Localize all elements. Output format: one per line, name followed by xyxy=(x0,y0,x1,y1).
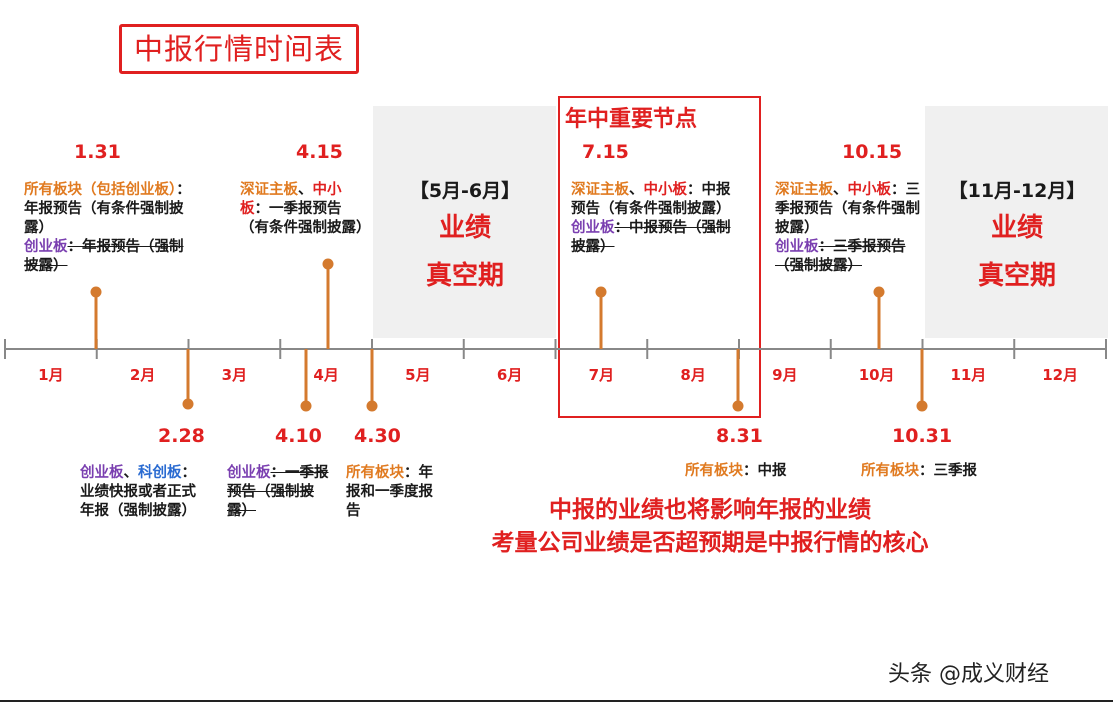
desc-fragment: 、 xyxy=(123,465,139,481)
event-desc-7-15: 深证主板、中小板：中报预告（有条件强制披露） 创业板：中报预告（强制披露） xyxy=(571,181,739,257)
month-label: 7月 xyxy=(588,366,615,384)
month-label: 11月 xyxy=(950,366,987,384)
event-desc-4-10: 创业板：一季报预告（强制披露） xyxy=(227,464,332,521)
desc-fragment: ：三季报预告（强制披露） xyxy=(775,239,906,274)
event-dot xyxy=(366,400,378,412)
vacuum-period-may-june xyxy=(373,106,556,338)
desc-fragment: ：中报 xyxy=(743,463,787,479)
desc-fragment: 科创板 xyxy=(138,465,182,481)
event-date-2-28: 2.28 xyxy=(158,425,205,447)
period-label-may-june: 【5月-6月】 xyxy=(409,180,521,202)
timeline-stems xyxy=(90,258,928,412)
event-desc-2-28: 创业板、科创板：业绩快报或者正式年报（强制披露） xyxy=(80,464,210,521)
desc-fragment: 创业板 xyxy=(775,239,819,255)
desc-fragment: ：中报预告（强制披露） xyxy=(571,220,731,255)
month-label: 1月 xyxy=(38,366,64,384)
watermark: 头条 @成义财经 xyxy=(888,662,1049,687)
event-desc-10-15: 深证主板、中小板：三季报预告（有条件强制披露） 创业板：三季报预告（强制披露） xyxy=(775,181,925,276)
month-label: 3月 xyxy=(221,366,248,384)
desc-fragment: 深证主板 xyxy=(240,182,298,198)
desc-fragment: 深证主板 xyxy=(775,182,833,198)
desc-fragment: 所有板块 xyxy=(346,465,404,481)
desc-fragment: 创业板 xyxy=(24,239,68,255)
core-note-line-1: 中报的业绩也将影响年报的业绩 xyxy=(549,497,871,523)
desc-fragment: ：业绩快报或者正式年报（强制披露） xyxy=(80,465,196,519)
month-label: 6月 xyxy=(496,366,523,384)
desc-fragment: 中小板 xyxy=(643,182,688,198)
month-label: 10月 xyxy=(858,366,895,384)
month-label: 4月 xyxy=(313,366,339,384)
desc-fragment: ：三季报预告（有条件强制披露） xyxy=(775,182,920,236)
desc-fragment: ：三季报 xyxy=(919,463,977,479)
month-label: 2月 xyxy=(129,366,156,384)
desc-fragment: 、 xyxy=(298,182,313,198)
event-dot xyxy=(300,400,312,412)
event-dot xyxy=(873,286,885,298)
event-date-10-31: 10.31 xyxy=(892,425,953,447)
event-date-7-15: 7.15 xyxy=(582,141,629,163)
event-date-1-31: 1.31 xyxy=(74,141,121,163)
core-note-line-2: 考量公司业绩是否超预期是中报行情的核心 xyxy=(491,530,929,556)
desc-fragment: 、 xyxy=(629,182,644,198)
page-title: 中报行情时间表 xyxy=(119,24,359,74)
month-label: 12月 xyxy=(1042,366,1079,384)
vacuum-text-2b: 真空期 xyxy=(977,261,1056,291)
key-node-label: 年中重要节点 xyxy=(565,107,698,132)
event-dot xyxy=(732,400,744,412)
desc-fragment: 中小板 xyxy=(240,182,342,217)
event-dot xyxy=(322,258,334,270)
event-desc-4-15: 深证主板、中小板：一季报预告（有条件强制披露） xyxy=(240,181,371,238)
desc-fragment: 、 xyxy=(833,182,848,198)
key-node-box xyxy=(558,96,761,418)
desc-fragment: 创业板 xyxy=(571,220,615,236)
vacuum-text-1b: 真空期 xyxy=(425,261,504,291)
desc-fragment: ：年报预告（有条件强制披露） xyxy=(24,182,191,236)
event-date-4-10: 4.10 xyxy=(275,425,322,447)
desc-fragment: ：中报预告（有条件强制披露） xyxy=(571,182,731,217)
desc-fragment: 所有板块（包括创业板） xyxy=(24,182,177,198)
desc-fragment: 中小板 xyxy=(847,182,892,198)
event-date-4-30: 4.30 xyxy=(354,425,401,447)
event-desc-4-30: 所有板块：年报和一季度报告 xyxy=(346,464,436,521)
month-label: 8月 xyxy=(680,366,706,384)
desc-fragment: 所有板块 xyxy=(685,463,743,479)
desc-fragment: ：一季报预告（有条件强制披露） xyxy=(240,201,371,236)
desc-fragment: 所有板块 xyxy=(861,463,919,479)
event-desc-1-31: 所有板块（包括创业板）：年报预告（有条件强制披露） 创业板：年报预告（强制披露） xyxy=(24,181,196,276)
desc-fragment: 创业板 xyxy=(80,465,124,481)
month-label: 9月 xyxy=(772,366,798,384)
event-date-4-15: 4.15 xyxy=(296,141,343,163)
event-desc-10-31: 所有板块：三季报 xyxy=(861,462,1001,481)
desc-fragment: 深证主板 xyxy=(571,182,629,198)
month-label: 5月 xyxy=(405,366,431,384)
timeline-axis xyxy=(4,339,1107,359)
event-desc-8-31: 所有板块：中报 xyxy=(685,462,815,481)
event-date-8-31: 8.31 xyxy=(716,425,763,447)
vacuum-period-nov-dec xyxy=(925,106,1108,338)
event-dot xyxy=(595,286,607,298)
desc-fragment: 创业板 xyxy=(227,465,271,481)
event-dot xyxy=(916,400,928,412)
bottom-rule xyxy=(0,700,1113,702)
period-label-nov-dec: 【11月-12月】 xyxy=(948,180,1086,202)
vacuum-text-1a: 业绩 xyxy=(438,213,491,243)
event-dot xyxy=(90,286,102,298)
vacuum-text-2a: 业绩 xyxy=(990,213,1043,243)
event-date-10-15: 10.15 xyxy=(842,141,903,163)
desc-fragment: ：一季报预告（强制披露） xyxy=(227,465,329,519)
desc-fragment: ：年报预告（强制披露） xyxy=(24,239,184,274)
desc-fragment: ：年报和一季度报告 xyxy=(346,465,433,519)
event-dot xyxy=(182,398,194,410)
